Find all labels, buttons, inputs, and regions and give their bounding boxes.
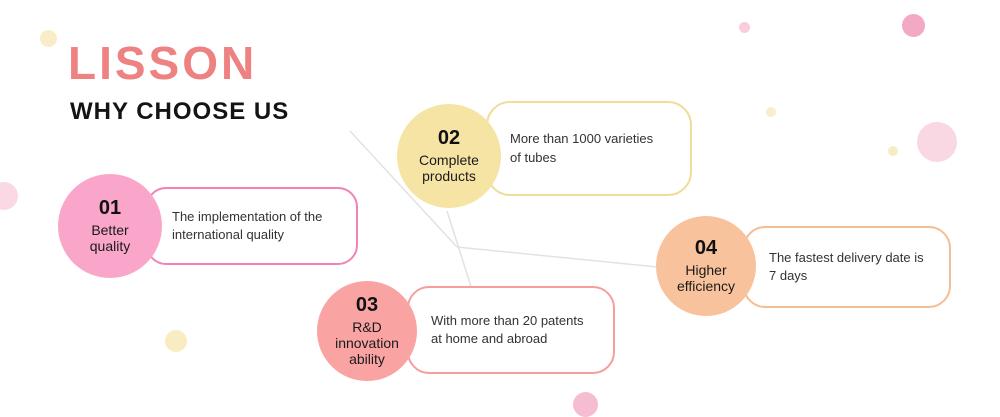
feature-label: Better quality [89, 222, 131, 254]
feature-description: The fastest delivery date is 7 days [769, 249, 924, 283]
feature-number: 01 [98, 197, 122, 220]
feature-circle: 02 Complete products [397, 104, 501, 208]
decor-dot [888, 146, 898, 156]
feature-description: More than 1000 varieties of tubes [510, 131, 654, 165]
decor-dot [165, 330, 187, 352]
feature-number: 02 [437, 127, 461, 150]
decor-dot [573, 392, 598, 417]
feature-number: 04 [694, 237, 718, 260]
feature-circle: 01 Better quality [58, 174, 162, 278]
decor-dot [902, 14, 925, 37]
feature-circle: 03 R&D innovation ability [317, 281, 417, 381]
feature-card: With more than 20 patents at home and ab… [407, 286, 615, 374]
feature-description: With more than 20 patents at home and ab… [431, 312, 584, 346]
decor-dot [40, 30, 57, 47]
feature-card: The implementation of the international … [146, 187, 358, 265]
decor-dot [739, 22, 750, 33]
feature-label: Complete products [419, 152, 479, 184]
feature-description: The implementation of the international … [172, 208, 323, 242]
feature-number: 03 [355, 294, 379, 317]
decor-dot [0, 182, 18, 210]
feature-circle: 04 Higher efficiency [656, 216, 756, 316]
decor-dot [917, 122, 957, 162]
decor-dot [766, 107, 776, 117]
feature-label: R&D innovation ability [335, 319, 399, 367]
feature-card: More than 1000 varieties of tubes [486, 101, 692, 196]
page-title: WHY CHOOSE US [70, 98, 290, 125]
feature-label: Higher efficiency [676, 262, 736, 294]
brand-logo: LISSON [68, 37, 258, 89]
feature-card: The fastest delivery date is 7 days [743, 226, 951, 308]
